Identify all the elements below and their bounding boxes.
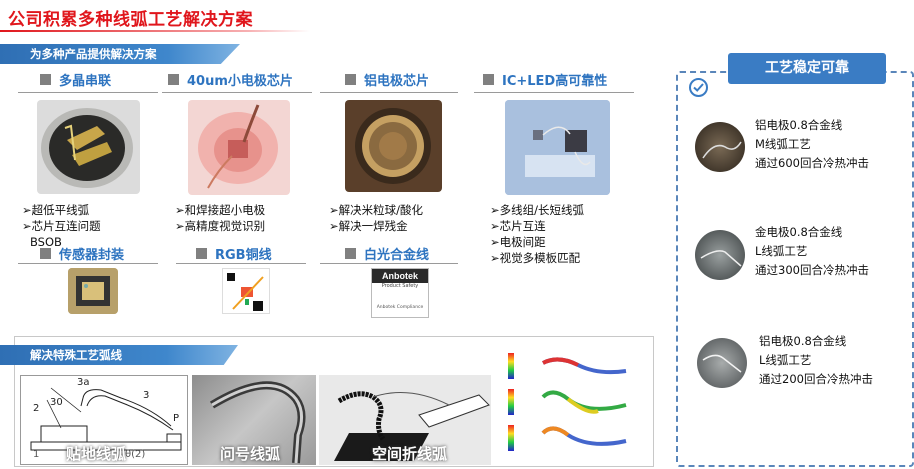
check-circle-icon (689, 78, 708, 97)
bullet-text: ➢超低平线弧 (22, 203, 90, 217)
bullet-text: ➢芯片互连问题 (22, 219, 101, 233)
stability-line: 铝电极0.8合金线 (755, 118, 843, 132)
divider (320, 263, 458, 264)
title-underline (0, 30, 310, 32)
category-label: IC+LED高可靠性 (502, 74, 608, 89)
square-bullet-icon (168, 74, 179, 85)
stability-line: 金电极0.8合金线 (755, 225, 843, 239)
bullet-text: ➢和焊接超小电极 (175, 203, 266, 217)
category-heading: 铝电极芯片 (345, 70, 429, 89)
category-label: RGB铜线 (215, 248, 272, 263)
category-heading: 多晶串联 (40, 70, 111, 89)
section-ribbon-products: 为多种产品提供解决方案 (0, 44, 240, 64)
product-photo-small-electrode (188, 100, 290, 195)
product-photo-sensor (68, 268, 118, 314)
category-label: 40um小电极芯片 (187, 74, 293, 89)
anbotek-certificate-logo: Anbotek Product Safety Anbotek Complianc… (371, 268, 429, 318)
diagram-label: P (173, 413, 180, 424)
diagram-label: 2 (33, 403, 40, 414)
diagram-label: 1 (33, 449, 40, 460)
spatial-fold-arc-diagram (319, 375, 491, 465)
special-arcs-panel (14, 336, 654, 467)
page-title: 公司积累多种线弧工艺解决方案 (8, 10, 253, 30)
category-label: 白光合金线 (364, 248, 430, 263)
diagram-label: 30 (50, 397, 63, 408)
square-bullet-icon (345, 74, 356, 85)
bond-photo-3 (697, 338, 747, 388)
bullet-text: ➢芯片互连 (490, 219, 546, 233)
bullet-text: ➢解决米粒球/酸化 (329, 203, 424, 217)
square-bullet-icon (40, 74, 51, 85)
divider (320, 92, 458, 93)
category-label: 传感器封装 (59, 248, 125, 263)
section-ribbon-special-arcs: 解决特殊工艺弧线 (0, 345, 238, 365)
category-heading: 传感器封装 (40, 244, 124, 263)
product-photo-multicrystal (37, 100, 140, 194)
stability-line: L线弧工艺 (759, 353, 812, 367)
square-bullet-icon (345, 248, 356, 259)
arc-caption: 空间折线弧 (372, 445, 448, 463)
bullet-text: ➢高精度视觉识别 (175, 219, 266, 233)
divider (176, 263, 306, 264)
simulation-images (498, 349, 648, 463)
category-label: 多晶串联 (59, 74, 112, 89)
stability-line: 通过200回合冷热冲击 (759, 372, 873, 386)
category-heading: 白光合金线 (345, 244, 429, 263)
stability-header: 工艺稳定可靠 (728, 53, 886, 84)
square-bullet-icon (40, 248, 51, 259)
bond-photo-2 (695, 230, 745, 280)
category-heading: IC+LED高可靠性 (483, 70, 607, 89)
divider (162, 92, 312, 93)
product-photo-ic-led (505, 100, 610, 195)
diagram-label: θ(2) (125, 449, 146, 460)
square-bullet-icon (483, 74, 494, 85)
stability-line: 通过300回合冷热冲击 (755, 263, 869, 277)
arc-caption: 问号线弧 (220, 445, 281, 463)
bullet-text: ➢解决一焊残金 (329, 219, 408, 233)
category-heading: RGB铜线 (196, 244, 272, 263)
logo-subtitle: Product Safety (381, 283, 419, 289)
bullet-text: ➢视觉多模板匹配 (490, 251, 581, 265)
bullet-text: ➢电极间距 (490, 235, 546, 249)
square-bullet-icon (196, 248, 207, 259)
logo-text: Anbotek (372, 269, 428, 283)
bullet-text: BSOB (30, 235, 62, 249)
logo-footer: Anbotek Compliance (376, 305, 424, 310)
stability-line: L线弧工艺 (755, 244, 808, 258)
category-label: 铝电极芯片 (364, 74, 430, 89)
divider (18, 263, 158, 264)
bullet-text: ➢多线组/长短线弧 (490, 203, 585, 217)
stability-line: 铝电极0.8合金线 (759, 334, 847, 348)
category-heading: 40um小电极芯片 (168, 70, 293, 89)
product-photo-rgb-copper (222, 268, 270, 314)
diagram-label: 3a (77, 377, 90, 388)
question-arc-photo (192, 375, 316, 465)
stability-line: M线弧工艺 (755, 137, 811, 151)
diagram-label: 3 (143, 390, 150, 401)
bond-photo-1 (695, 122, 745, 172)
product-photo-aluminum-electrode (345, 100, 442, 192)
divider (474, 92, 634, 93)
arc-caption: 贴地线弧 (66, 445, 127, 463)
flat-arc-diagram (20, 375, 188, 465)
stability-line: 通过600回合冷热冲击 (755, 156, 869, 170)
divider (18, 92, 158, 93)
